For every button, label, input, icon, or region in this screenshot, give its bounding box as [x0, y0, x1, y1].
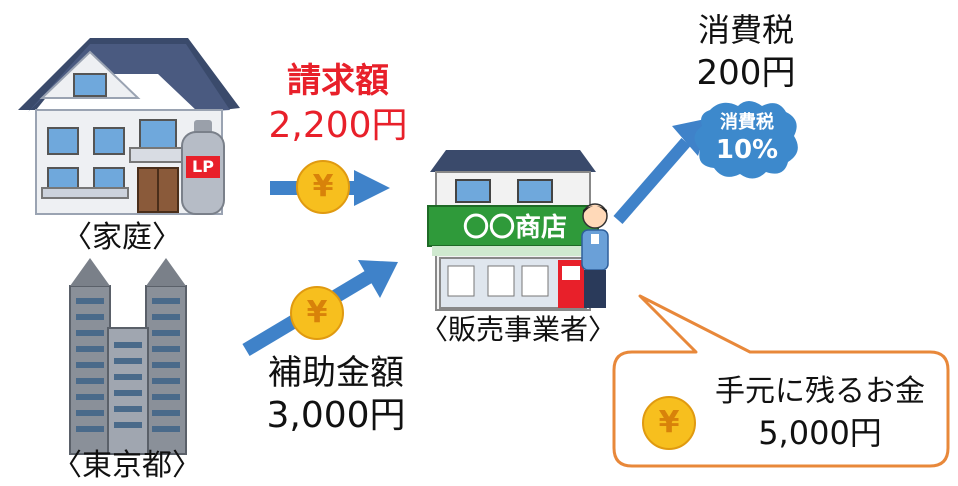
tokyo-building-illustration [62, 258, 194, 455]
remaining-money-amount: 5,000円 [758, 414, 882, 452]
yen-coin-icon [642, 396, 696, 450]
tax-badge-top: 消費税 [720, 112, 774, 133]
store-sign-text: 〇〇商店 [462, 213, 567, 243]
tax-amount: 200円 [696, 53, 796, 93]
lp-gas-cylinder-icon [180, 120, 226, 216]
tokyo-label: 〈東京都〉 [52, 448, 202, 483]
store-label: 〈販売事業者〉 [420, 313, 617, 346]
yen-symbol: ¥ [658, 405, 680, 440]
subsidy-amount: 3,000円 [266, 395, 406, 436]
household-label: 〈家庭〉 [62, 220, 182, 255]
yen-coin-icon [296, 160, 350, 214]
tax-title: 消費税 [697, 11, 794, 49]
invoice-title: 請求額 [287, 61, 389, 101]
lp-gas-label: LP [192, 157, 214, 176]
remaining-money-bubble [600, 290, 952, 470]
shopkeeper-illustration [574, 202, 616, 312]
yen-symbol: ¥ [306, 295, 328, 330]
subsidy-title: 補助金額 [268, 353, 404, 393]
yen-coin-icon [290, 286, 344, 340]
invoice-amount: 2,200円 [268, 105, 408, 146]
remaining-money-title: 手元に残るお金 [715, 374, 925, 409]
tax-badge-icon [692, 100, 802, 180]
tax-badge-bottom: 10% [715, 135, 779, 165]
yen-symbol: ¥ [312, 169, 334, 204]
store-illustration [426, 148, 600, 312]
